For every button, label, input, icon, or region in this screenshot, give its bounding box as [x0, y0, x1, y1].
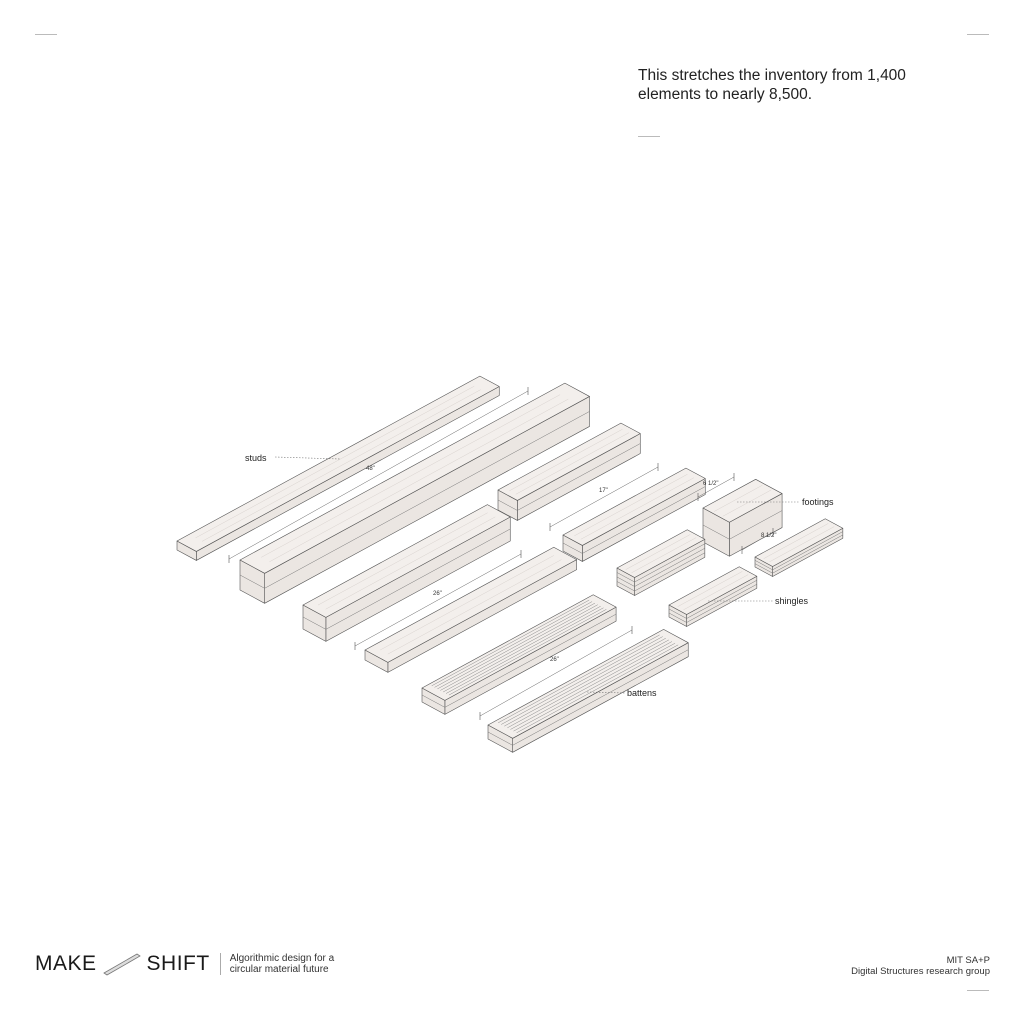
wood-grain-line [616, 576, 635, 587]
wood-grain-line [772, 531, 843, 571]
wood-grain-line [754, 560, 773, 571]
wood-grain-line [580, 477, 695, 540]
logo-word-make: MAKE [35, 952, 97, 975]
wood-grain-line [722, 489, 772, 517]
wood-grain-line [497, 499, 518, 511]
tagline: Algorithmic design for a circular materi… [219, 953, 335, 975]
wood-grain-line [445, 607, 604, 694]
makeshift-logo: MAKE SHIFT Algorithmic design for a circ… [35, 952, 334, 976]
logo-stick-icon [102, 953, 141, 976]
wood-grain-line [513, 642, 676, 732]
dimension-26-board: 26" [433, 591, 442, 597]
wood-grain-line [387, 559, 562, 655]
wood-grain-line [264, 411, 590, 589]
wood-grain-line [616, 581, 635, 592]
wood-grain-line [440, 604, 598, 691]
label-shingles: shingles [775, 596, 809, 606]
dimension-26-battens: 26" [550, 657, 559, 663]
wood-grain-line [201, 389, 481, 542]
credit: MIT SA+P Digital Structures research gro… [851, 955, 990, 977]
wood-grain-line [380, 555, 554, 651]
wood-grain-line [729, 510, 783, 540]
dimension-6-half: 6 1/2" [703, 481, 718, 487]
wood-grain-line [517, 443, 641, 511]
wood-grain-line [702, 524, 730, 540]
stack-26-top-face [302, 504, 511, 618]
wood-grain-line [317, 512, 488, 606]
label-battens: battens [627, 688, 657, 698]
wood-grain-line [507, 639, 670, 729]
wood-grain-line [434, 601, 593, 688]
wood-grain-line [443, 606, 601, 693]
studs-top-face [176, 375, 500, 552]
wood-grain-line [448, 609, 607, 696]
tagline-line-2: circular material future [229, 964, 329, 975]
wood-grain-line [239, 574, 265, 589]
corner-rule-top-right [967, 34, 989, 35]
wood-grain-line [562, 542, 583, 554]
wood-grain-line [509, 429, 623, 492]
credit-line-1: MIT SA+P [946, 955, 990, 966]
wood-grain-line [616, 572, 635, 583]
stack-17-top-face [562, 467, 706, 546]
corner-rule-bottom-right [967, 990, 989, 991]
wood-grain-line [501, 636, 663, 725]
wood-grain-line [515, 432, 630, 495]
wood-grain-line [516, 644, 679, 734]
dimension-8-half: 8 1/2" [761, 533, 776, 539]
wood-grain-line [421, 694, 445, 708]
stack-48-top-face [239, 382, 590, 574]
wood-grain-line [668, 612, 687, 623]
wood-grain-line [763, 523, 829, 559]
wood-grain-line [582, 486, 706, 554]
wood-grain-line [497, 634, 660, 724]
wood-grain-line [325, 528, 511, 630]
wood-grain-line [625, 534, 691, 570]
headline-text: This stretches the inventory from 1,400 … [638, 67, 906, 103]
board-short-top-face [497, 422, 641, 501]
wood-grain-line [325, 516, 496, 610]
wood-grain-line [769, 526, 835, 563]
credit-line-2: Digital Structures research group [851, 966, 990, 977]
wood-grain-line [261, 394, 561, 558]
wood-grain-line [444, 613, 617, 708]
wood-grain-line [686, 584, 757, 623]
dimension-48: 48" [366, 466, 375, 472]
wood-grain-line [683, 574, 749, 611]
wood-grain-line [302, 616, 326, 630]
board-26-top-face [364, 546, 577, 663]
wood-grain-line [631, 537, 697, 574]
headline-rule [638, 136, 660, 137]
wood-grain-line [634, 543, 705, 583]
wood-grain-line [668, 608, 687, 619]
corner-rule-top-left [35, 34, 57, 35]
footings-top-face [702, 479, 783, 523]
wood-grain-line [437, 602, 596, 690]
dimension-17: 17" [599, 488, 608, 494]
label-footings: footings [802, 497, 834, 507]
logo-word-shift: SHIFT [146, 952, 210, 975]
shingle-stack-8half-top-face [754, 518, 844, 567]
shingles-top-face [668, 566, 758, 615]
wood-grain-line [772, 534, 843, 574]
shingle-stack-a-top-face [616, 529, 706, 578]
wood-grain-line [510, 641, 673, 730]
tagline-line-1: Algorithmic design for a [229, 953, 335, 964]
wood-grain-line [431, 599, 590, 687]
label-studs: studs [245, 453, 267, 463]
wood-grain-line [269, 398, 569, 563]
wood-grain-line [754, 563, 773, 574]
wood-grain-line [634, 548, 705, 587]
wood-grain-line [713, 484, 763, 512]
wood-grain-line [195, 385, 475, 539]
wood-grain-line [504, 637, 666, 727]
wood-grain-line [686, 580, 757, 619]
wood-grain-line [487, 731, 513, 746]
wood-grain-line [677, 571, 743, 607]
wood-grain-line [634, 552, 705, 592]
wood-grain-line [574, 474, 688, 537]
wood-grain-line [512, 649, 689, 746]
